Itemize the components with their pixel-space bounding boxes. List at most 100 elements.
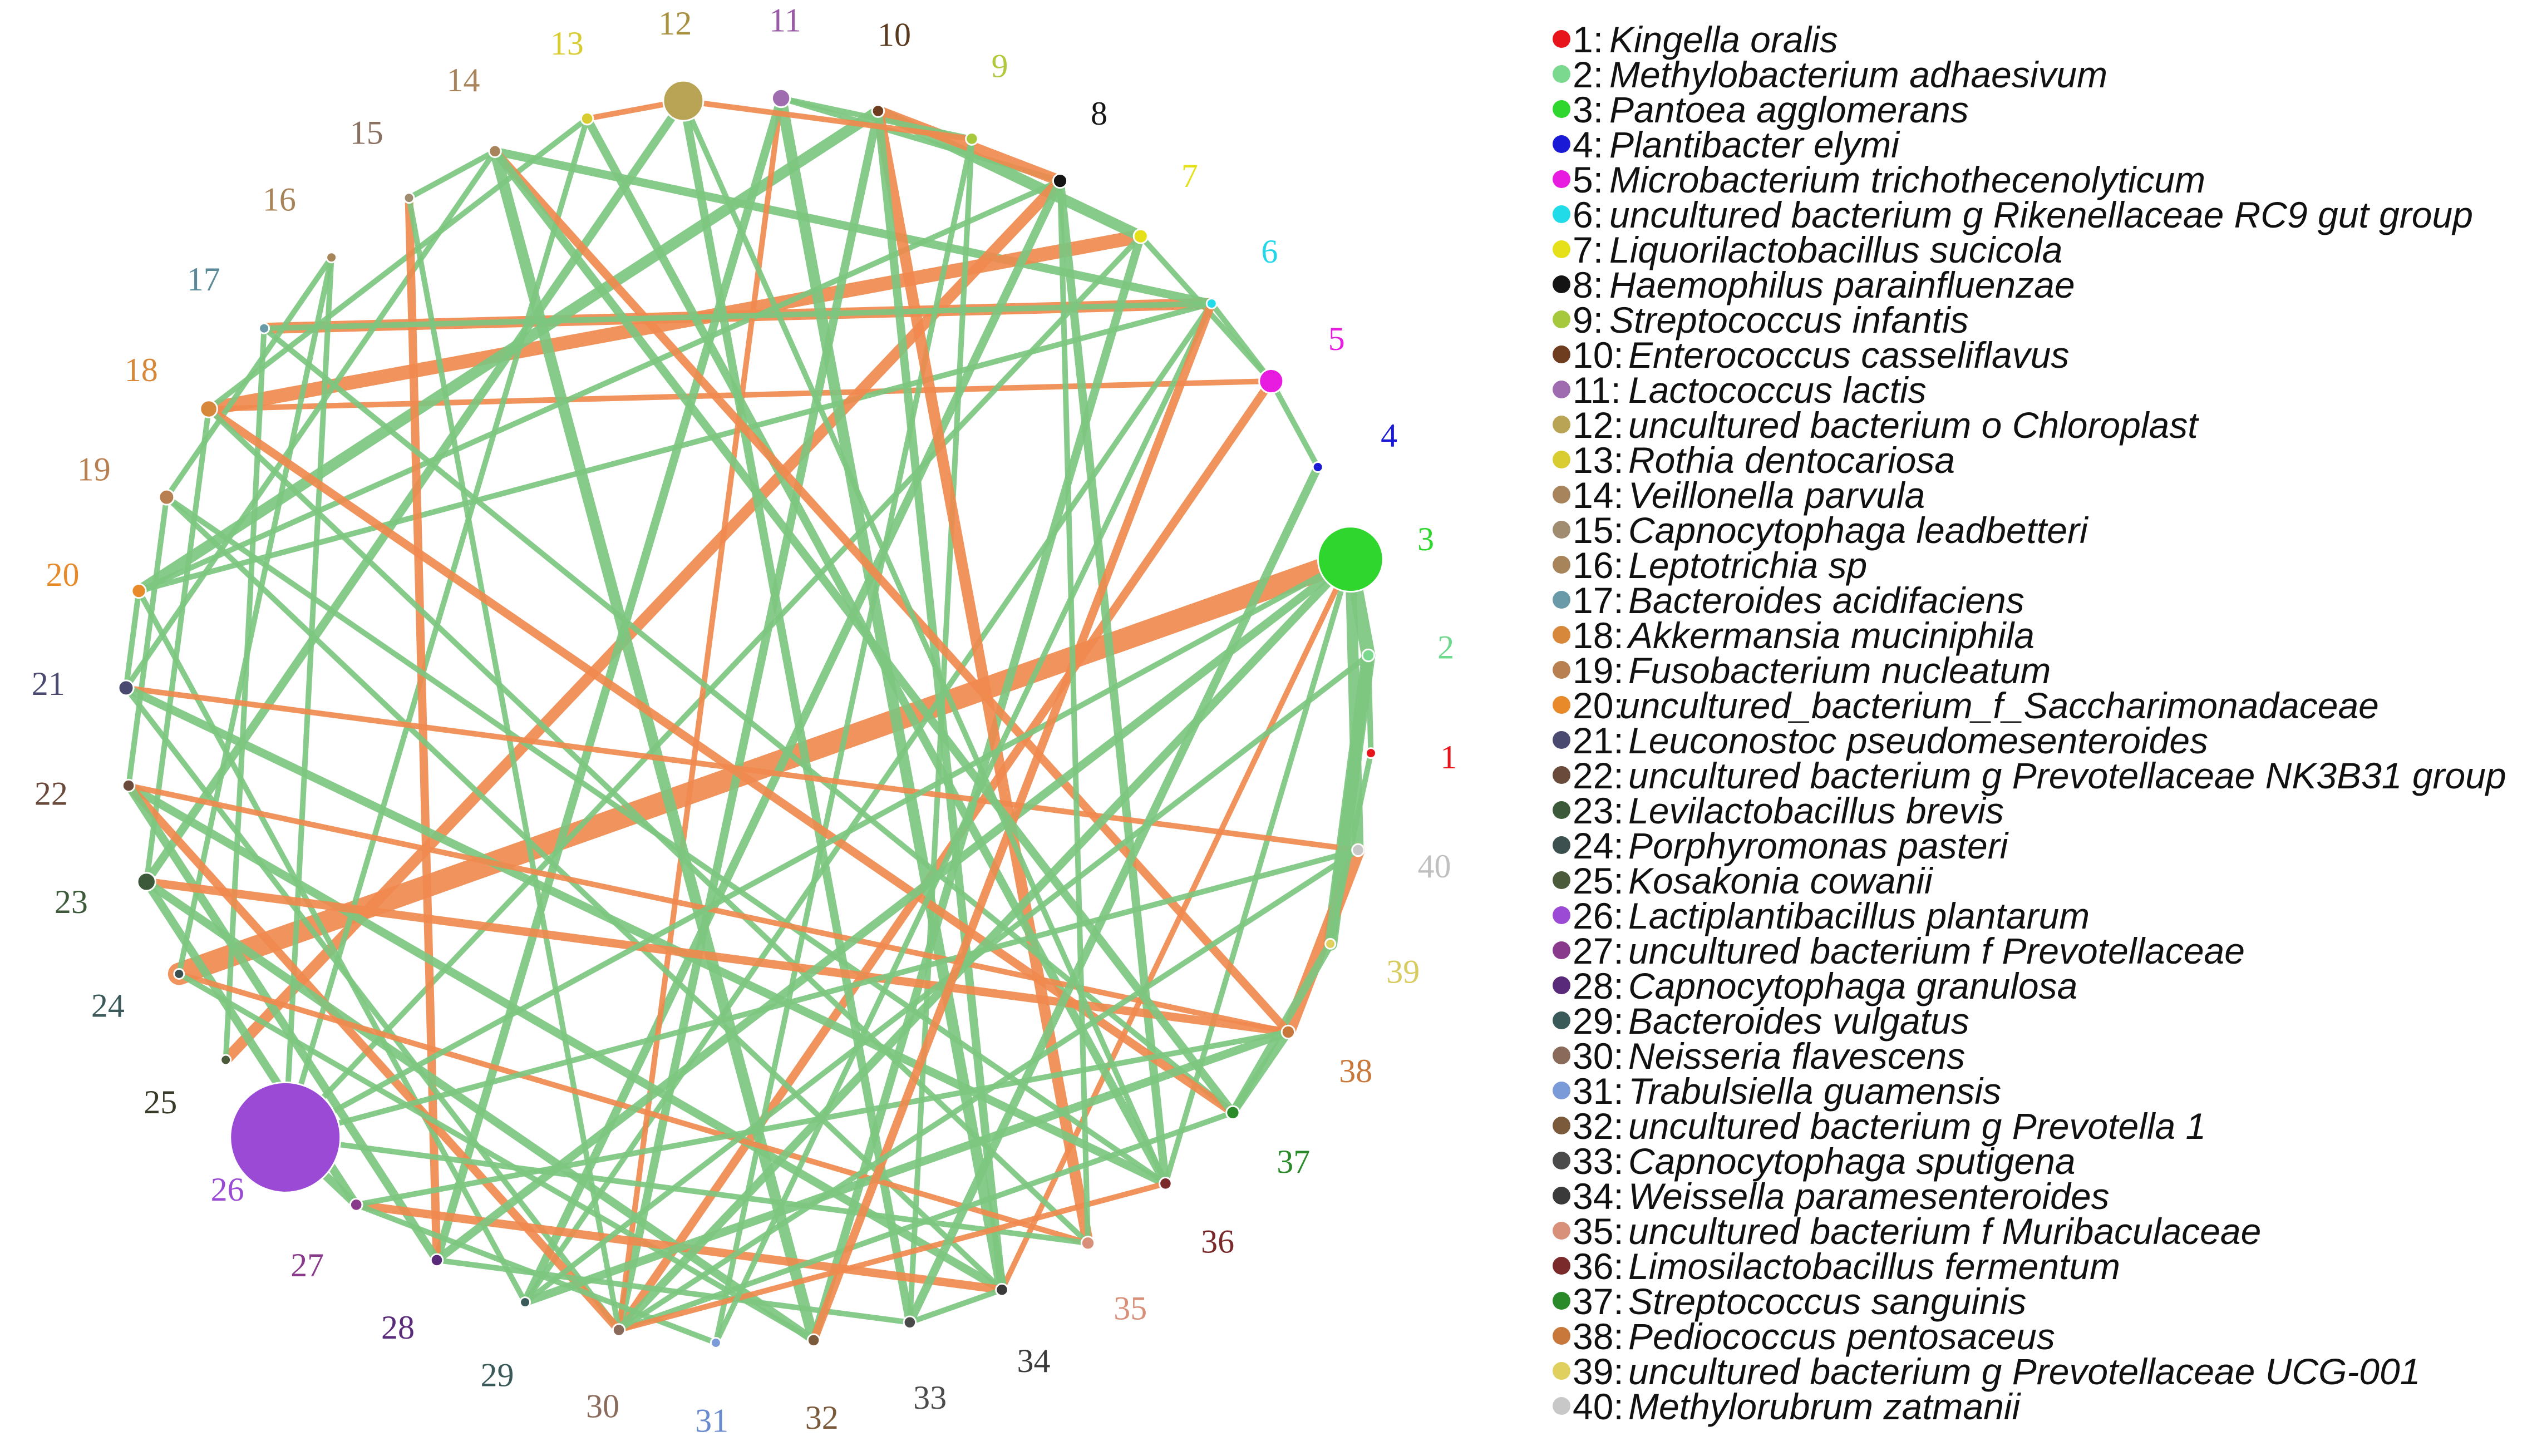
legend-species-name: Capnocytophaga leadbetteri [1628, 510, 2088, 551]
legend-species-name: Limosilactobacillus fermentum [1628, 1246, 2121, 1287]
legend-species-name: Plantibacter elymi [1609, 124, 1899, 165]
legend-swatch [1553, 731, 1570, 749]
legend-swatch [1553, 381, 1570, 398]
node-label-40: 40 [1418, 848, 1451, 885]
edge-39-2-positive [1324, 649, 1374, 950]
node-40 [1351, 843, 1365, 857]
edge-15-30-positive [406, 195, 622, 1333]
node-38 [1280, 1024, 1296, 1040]
node-label-3: 3 [1417, 521, 1434, 557]
legend-number: 15: [1573, 510, 1624, 551]
node-label-5: 5 [1328, 320, 1345, 357]
node-label-23: 23 [55, 884, 88, 920]
node-31 [710, 1337, 722, 1349]
edge-11-30-negative [616, 95, 784, 1333]
legend-number: 23: [1573, 790, 1624, 831]
edge-26-40-positive [282, 847, 1361, 1141]
legend-number: 38: [1573, 1316, 1624, 1357]
legend-swatch [1553, 521, 1570, 539]
legend-number: 2: [1573, 54, 1604, 95]
legend-species-name: Leuconostoc pseudomesenteroides [1628, 720, 2209, 761]
node-label-30: 30 [586, 1388, 619, 1425]
legend-item-37: 37:Streptococcus sanguinis [1553, 1283, 2532, 1320]
node-35 [1080, 1236, 1096, 1251]
node-12 [662, 80, 705, 122]
node-13 [580, 111, 594, 126]
node-17 [258, 322, 270, 334]
legend-swatch [1553, 1257, 1570, 1275]
legend-number: 39: [1573, 1351, 1624, 1392]
legend-swatch [1553, 135, 1570, 153]
legend-species-name: Weissella paramesenteroides [1628, 1176, 2110, 1217]
legend-species-name: Pantoea agglomerans [1609, 89, 1969, 130]
legend-species-name: Microbacterium trichothecenolyticum [1609, 159, 2206, 200]
legend-item-3: 3:Pantoea agglomerans [1553, 89, 2532, 130]
legend-number: 26: [1573, 895, 1624, 936]
legend-swatch [1553, 1222, 1570, 1240]
legend-number: 34: [1573, 1176, 1624, 1217]
legend-number: 28: [1573, 965, 1624, 1006]
legend-item-14: 14:Veillonella parvula [1553, 477, 2532, 514]
legend-number: 25: [1573, 860, 1624, 901]
legend-item-21: 21:Leuconostoc pseudomesenteroides [1553, 720, 2532, 761]
edge-21-30-positive [123, 685, 622, 1333]
legend-item-11: 11:Lactococcus lactis [1553, 372, 2532, 408]
legend-number: 20: [1573, 685, 1624, 726]
node-label-36: 36 [1201, 1223, 1234, 1260]
legend-item-33: 33:Capnocytophaga sputigena [1553, 1143, 2532, 1179]
node-3 [1317, 526, 1384, 593]
legend-swatch [1553, 170, 1570, 188]
node-2 [1361, 648, 1376, 663]
edge-36-12-positive [680, 98, 1169, 1187]
legend-item-35: 35:uncultured bacterium f Muribaculaceae [1553, 1213, 2532, 1250]
legend-species-name: Bacteroides vulgatus [1628, 1000, 1969, 1042]
legend-swatch [1553, 451, 1570, 468]
edge-3-40-positive [1344, 554, 1364, 856]
node-label-31: 31 [695, 1402, 728, 1439]
legend-number: 4: [1573, 124, 1604, 165]
legend-item-1: 1:Kingella oralis [1553, 21, 2532, 58]
legend-swatch [1553, 696, 1570, 714]
node-label-26: 26 [211, 1171, 244, 1208]
edge-20-21-positive [123, 588, 142, 691]
node-label-2: 2 [1437, 629, 1454, 665]
edge-16-24-positive [176, 254, 334, 977]
legend-item-2: 2:Methylobacterium adhaesivum [1553, 54, 2532, 95]
legend-swatch [1553, 275, 1570, 293]
node-label-33: 33 [913, 1379, 947, 1416]
legend-number: 31: [1573, 1070, 1624, 1112]
node-15 [403, 192, 415, 204]
legend-item-39: 39:uncultured bacterium g Prevotellaceae… [1553, 1351, 2532, 1392]
node-39 [1324, 937, 1337, 950]
edge-40-30-positive [616, 847, 1361, 1333]
legend-species-name: Leptotrichia sp [1628, 545, 1868, 586]
legend-species-name: Methylobacterium adhaesivum [1609, 54, 2108, 95]
legend-item-19: 19:Fusobacterium nucleatum [1553, 650, 2532, 691]
edge-30-36-negative [616, 1181, 1169, 1333]
node-label-9: 9 [992, 48, 1008, 85]
legend-number: 10: [1573, 334, 1624, 376]
legend-item-12: 12:uncultured bacterium o Chloroplast [1553, 407, 2532, 443]
legend-item-8: 8:Haemophilus parainfluenzae [1553, 264, 2532, 305]
legend-item-7: 7:Liquorilactobacillus sucicola [1553, 231, 2532, 268]
edge-28-3-positive [432, 555, 1355, 1265]
legend-swatch [1553, 626, 1570, 644]
legend-item-17: 17:Bacteroides acidifaciens [1553, 582, 2532, 619]
edge-38-37-positive [1228, 1028, 1293, 1117]
legend-number: 19: [1573, 650, 1624, 691]
node-label-6: 6 [1261, 233, 1278, 270]
node-24 [173, 968, 185, 980]
legend-number: 22: [1573, 755, 1624, 796]
legend-number: 16: [1573, 545, 1624, 586]
node-11 [771, 88, 791, 108]
legend-swatch [1553, 416, 1570, 433]
node-16 [326, 251, 338, 264]
edge-5-6-positive [1209, 300, 1274, 384]
legend-species-name: Porphyromonas pasteri [1628, 825, 2008, 866]
edge-16-26-positive [282, 254, 334, 1141]
legend-item-26: 26:Lactiplantibacillus plantarum [1553, 895, 2532, 936]
edge-19-22-positive [126, 494, 170, 789]
legend-species-name: Haemophilus parainfluenzae [1609, 264, 2075, 305]
edge-8-29-positive [521, 176, 1065, 1307]
